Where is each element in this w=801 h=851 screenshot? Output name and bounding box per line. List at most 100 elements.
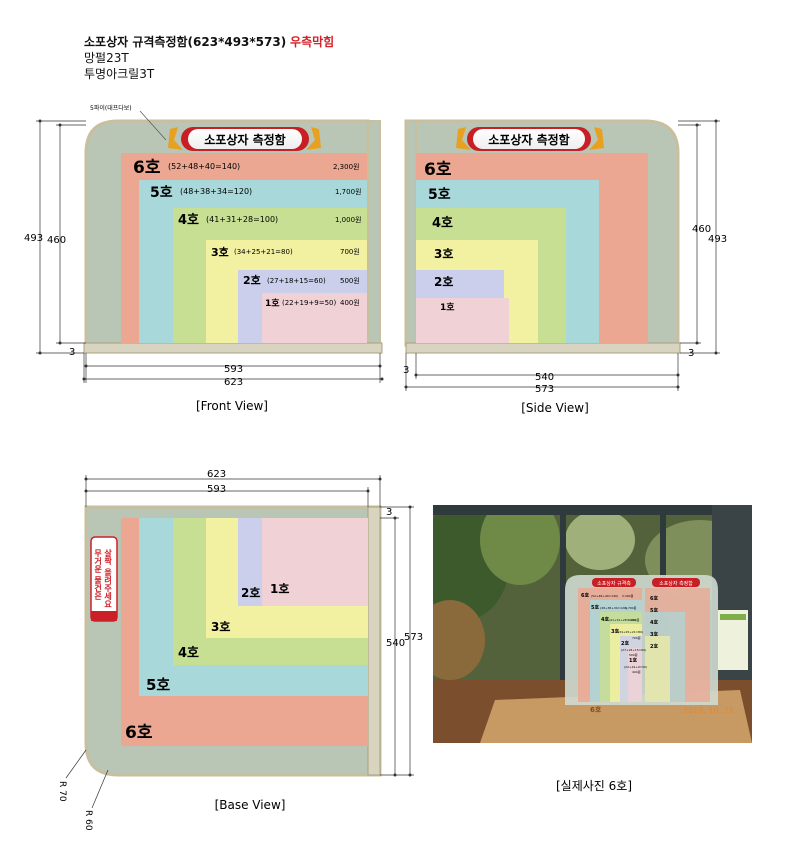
front-box-1 [262, 293, 367, 343]
front-box-5-name: 5호 [150, 185, 173, 201]
base-box-1-name: 1호 [270, 582, 289, 596]
banner-ornament-left [168, 127, 183, 150]
front-box-1-price: 400원 [340, 298, 360, 307]
side-dim-ticks [404, 119, 718, 389]
front-dimensions [36, 120, 382, 383]
photo-banner-right [652, 578, 700, 587]
photo-front-label: 6호 [590, 705, 602, 714]
front-banner: 소포상자 측정함 [168, 127, 321, 151]
front-box-2-price: 500원 [340, 276, 360, 285]
header-title-red: 우측막힘 [290, 35, 335, 49]
base-view-label: [Base View] [215, 798, 286, 812]
photo-row-4-formula: (41+31+28=100) [609, 618, 636, 622]
front-box-6-price: 2,300원 [333, 162, 359, 171]
side-dimensions [405, 120, 720, 391]
side-left-edge [405, 120, 417, 346]
front-box-2-formula: (27+18+15=60) [267, 277, 326, 285]
photo-right-label-3: 3호 [650, 631, 658, 638]
photo-row-2-formula: (27+18+15=60) [621, 648, 646, 652]
side-dim-thickness-left: 3 [403, 365, 409, 376]
photo-row-6-name: 6호 [581, 592, 589, 599]
banner-ornament-right [306, 127, 321, 150]
front-box-3-formula: (34+25+21=80) [234, 248, 293, 256]
side-box-1-name: 1호 [440, 302, 455, 313]
base-dim-thickness: 3 [386, 507, 392, 518]
photo-right-label-6: 6호 [650, 595, 658, 602]
front-box-2-name: 2호 [243, 273, 261, 287]
side-banner-ornament-right [589, 127, 604, 150]
front-dim-ticks [38, 119, 384, 381]
base-box-1 [262, 518, 368, 606]
front-dim-thickness: 3 [69, 347, 75, 358]
photo-row-3-price: 700원 [632, 635, 641, 640]
side-dim-thickness: 3 [688, 348, 694, 359]
base-box-6-name: 6호 [125, 723, 153, 743]
side-dim-width-outer: 573 [535, 384, 554, 395]
photo-row-4-price: 1,000원 [628, 617, 640, 622]
side-dim-height-outer: 493 [708, 234, 727, 245]
photo-banner-left-text: 소포상자 규격측 [597, 580, 631, 587]
photo-row-5-name: 5호 [591, 604, 599, 611]
front-dim-height-inner: 460 [47, 235, 66, 246]
side-box-4-name: 4호 [432, 216, 453, 231]
side-box-6-name: 6호 [424, 160, 452, 180]
base-sticker: 살짝 올려주세요 무거운 물건은 [90, 536, 118, 622]
sticker-foot [91, 611, 117, 621]
side-view-label: [Side View] [521, 401, 589, 415]
photo-row-6-formula: (52+48+40=140) [591, 594, 618, 598]
side-dim-height-inner: 460 [692, 224, 711, 235]
side-box-3-name: 3호 [434, 247, 453, 261]
header-material-2: 투명아크릴3T [84, 67, 155, 81]
base-dim-width-inner: 593 [207, 484, 226, 495]
base-dim-depth-inner: 540 [386, 638, 405, 649]
front-dim-height-outer: 493 [24, 233, 43, 244]
base-right-edge [367, 506, 381, 776]
front-box-4-formula: (41+31+28=100) [206, 215, 278, 224]
photo-row-1-price: 400원 [632, 669, 641, 674]
base-box-2-name: 2호 [241, 586, 260, 600]
front-box-1-formula: (22+19+9=50) [282, 299, 337, 307]
front-box-5-formula: (48+38+34=120) [180, 187, 252, 196]
photo-right-label-2: 2호 [650, 643, 658, 650]
banner-inner [188, 129, 302, 149]
side-banner-text: 소포상자 측정함 [488, 132, 569, 147]
photo-row-6-price: 2,300원 [622, 593, 634, 598]
sticker-col2: 무거운 물건은 [93, 549, 102, 601]
photo-label: [실제사진 6호] [556, 779, 632, 793]
base-box-3-name: 3호 [211, 620, 230, 634]
header-material-1: 망펄23T [84, 51, 129, 65]
photo-banner-right-text: 소포상자 측정함 [659, 580, 693, 587]
photo-notice-header [720, 614, 746, 620]
base-view: 6호 5호 4호 3호 2호 1호 살짝 올려주세요 무거운 물건은 [57, 469, 423, 831]
front-dim-width-inner: 593 [224, 364, 243, 375]
photo-tree-2 [480, 505, 560, 585]
front-banner-text: 소포상자 측정함 [204, 132, 285, 147]
side-base-plate [405, 342, 681, 354]
side-banner-ornament-left [456, 127, 471, 150]
base-dim-depth-outer: 573 [404, 632, 423, 643]
photo-timestamp: 2019. 10. 21. [683, 706, 736, 715]
photo-right-label-5: 5호 [650, 607, 658, 614]
front-box-3-price: 700원 [340, 247, 360, 256]
side-view: 6호 5호 4호 3호 2호 1호 소포상자 측정함 [403, 119, 727, 415]
photo-row-5-price: 1,700원 [625, 605, 637, 610]
front-right-edge [367, 120, 381, 346]
base-dim-radius-60: R 60 [83, 810, 93, 831]
photo-box-1 [628, 648, 642, 702]
base-dim-ticks [84, 477, 412, 777]
document-header: 소포상자 규격측정함(623*493*573) 우측막힘 망펄23T 투명아크릴… [84, 34, 334, 82]
side-banner-inner [473, 129, 585, 149]
photo-row-4-name: 4호 [601, 616, 609, 623]
photo-row-2-price: 500원 [629, 652, 638, 657]
front-box-1-name: 1호 [265, 298, 280, 309]
front-box-6-name: 6호 [133, 158, 161, 178]
front-base-plate [83, 342, 383, 354]
base-dim-width-outer: 623 [207, 469, 226, 480]
base-box-5-name: 5호 [146, 676, 170, 694]
side-box-2-name: 2호 [434, 275, 453, 289]
side-banner: 소포상자 측정함 [456, 127, 604, 151]
base-box-4-name: 4호 [178, 646, 199, 661]
photo-tree-3 [433, 600, 485, 680]
photo-row-5-formula: (48+38+34=120) [600, 606, 627, 610]
side-box-1 [416, 298, 509, 343]
